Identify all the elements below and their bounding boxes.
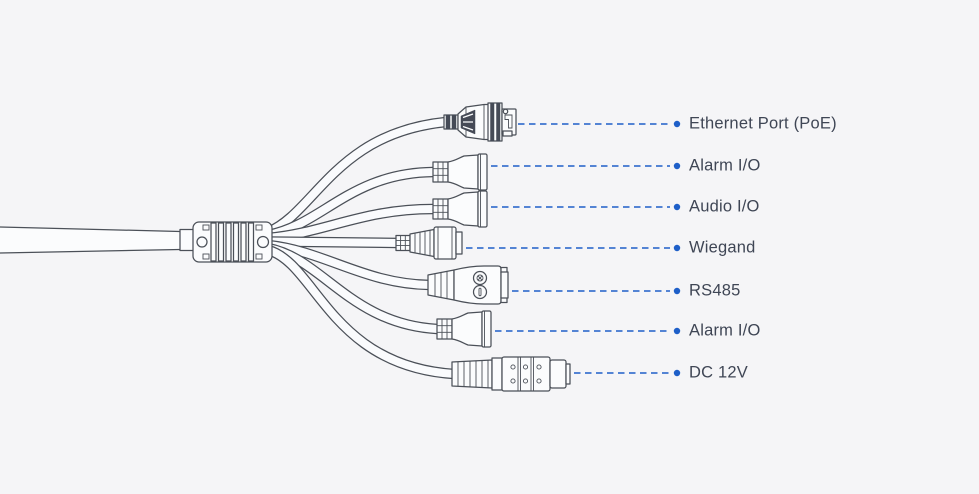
leader-dot-wiegand xyxy=(673,244,681,252)
alarm-io-1-connector xyxy=(432,153,488,191)
leader-dot-ethernet xyxy=(673,120,681,128)
rs485-screw-terminal-bottom xyxy=(472,284,488,300)
wiegand-connector xyxy=(395,226,463,260)
dc-12v-connector xyxy=(451,356,571,392)
leader-dot-alarm-io-2 xyxy=(673,327,681,335)
gland-screw-right xyxy=(256,235,270,249)
leader-dot-dc-12v xyxy=(673,369,681,377)
rs485-connector xyxy=(427,265,509,305)
dc-barrel-dots xyxy=(510,364,542,384)
leader-dot-audio-io xyxy=(673,203,681,211)
leader-dot-rs485 xyxy=(673,287,681,295)
gland-ribs xyxy=(210,222,255,262)
main-cable xyxy=(0,226,181,254)
ethernet-connector xyxy=(443,102,517,142)
gland-screw-left xyxy=(196,236,208,248)
leader-dot-alarm-io-1 xyxy=(673,162,681,170)
audio-io-connector xyxy=(432,190,488,228)
alarm-io-2-connector xyxy=(436,310,492,348)
leader-lines xyxy=(466,120,681,377)
junction-gland xyxy=(179,221,273,263)
